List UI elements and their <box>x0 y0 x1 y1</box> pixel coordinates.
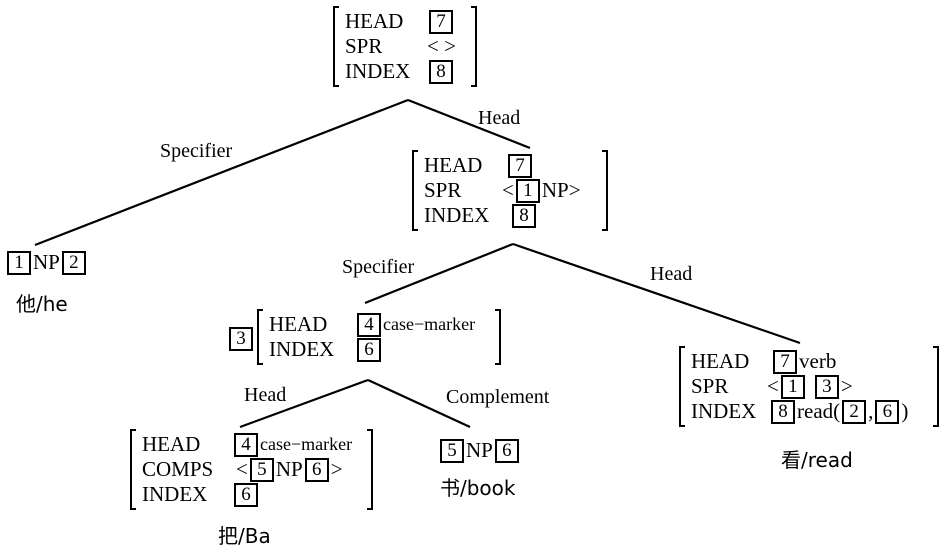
angle-open: < <box>502 178 514 202</box>
tag-box: 5 <box>440 438 464 463</box>
edge-vp-to-ba-phrase <box>364 242 514 305</box>
tag-box: 5 <box>249 457 274 482</box>
attr-spr: SPR <box>691 374 729 398</box>
angle-open: < <box>236 457 248 481</box>
tag-box: 1 <box>515 178 540 203</box>
subject-category: NP <box>33 250 60 274</box>
tag-box: 6 <box>304 457 329 482</box>
head-value: case−marker <box>383 314 476 334</box>
attr-index: INDEX <box>142 482 208 506</box>
edge-label-root-specifier: Specifier <box>160 140 233 162</box>
attr-head: HEAD <box>345 9 404 33</box>
tag-box: 6 <box>357 337 381 362</box>
subject-word: 他/he <box>16 292 68 316</box>
tag-box: 3 <box>814 374 839 399</box>
ba-phrase-outer-tag: 3 <box>229 327 253 351</box>
tag-box: 2 <box>61 250 86 275</box>
tag-box: 7 <box>429 9 453 34</box>
tag-box: 1 <box>7 250 31 275</box>
attr-index: INDEX <box>345 59 411 83</box>
tag-box: 1 <box>780 374 805 399</box>
edge-vp-to-verb <box>512 242 801 345</box>
tag-box: 8 <box>429 59 453 84</box>
attr-index: INDEX <box>269 337 335 361</box>
attr-spr: SPR <box>424 178 462 202</box>
edge-label-ba-head: Head <box>244 384 287 406</box>
tag-box: 7 <box>508 153 532 178</box>
attr-index: INDEX <box>691 399 757 423</box>
edge-label-ba-complement: Complement <box>446 386 550 408</box>
spr-category: NP> <box>541 178 581 202</box>
tag-box: 3 <box>229 327 253 351</box>
attr-comps: COMPS <box>142 457 214 481</box>
spr-value: < > <box>427 34 456 58</box>
edge-ba-phrase-to-ba-word <box>239 378 369 429</box>
attr-index: INDEX <box>424 203 490 227</box>
tag-box: 8 <box>512 203 536 228</box>
comps-category: NP <box>275 457 303 481</box>
index-close: ) <box>901 399 909 423</box>
attr-head: HEAD <box>142 432 201 456</box>
tag-box: 4 <box>234 432 258 457</box>
edge-root-to-subject <box>34 98 409 247</box>
attr-head: HEAD <box>691 349 750 373</box>
tag-box: 7 <box>773 349 797 374</box>
edge-ba-phrase-to-object <box>367 379 471 428</box>
head-value: case−marker <box>260 434 353 454</box>
angle-close: > <box>330 457 343 481</box>
object-category: NP <box>466 438 493 462</box>
verb-word: 看/read <box>781 448 853 472</box>
edge-label-vp-head: Head <box>650 263 693 285</box>
tag-box: 6 <box>494 438 519 463</box>
tag-box: 6 <box>234 482 258 507</box>
ba-word: 把/Ba <box>218 524 271 548</box>
attr-head: HEAD <box>424 153 483 177</box>
attr-spr: SPR <box>345 34 383 58</box>
angle-close: > <box>840 374 853 398</box>
index-separator: , <box>868 399 874 423</box>
attr-head: HEAD <box>269 312 328 336</box>
angle-open: < <box>767 374 779 398</box>
tag-box: 6 <box>875 399 900 424</box>
tag-box: 4 <box>357 312 381 337</box>
head-value: verb <box>799 349 837 373</box>
edge-root-to-vp <box>407 98 531 150</box>
edge-label-root-head: Head <box>478 107 521 129</box>
tag-box: 2 <box>842 399 867 424</box>
edge-label-vp-specifier: Specifier <box>342 256 415 278</box>
index-value: read( <box>797 399 841 423</box>
object-word: 书/book <box>440 476 516 500</box>
root-avm: HEAD 7 SPR < > INDEX 8 <box>333 6 477 87</box>
tag-box: 8 <box>771 399 795 424</box>
